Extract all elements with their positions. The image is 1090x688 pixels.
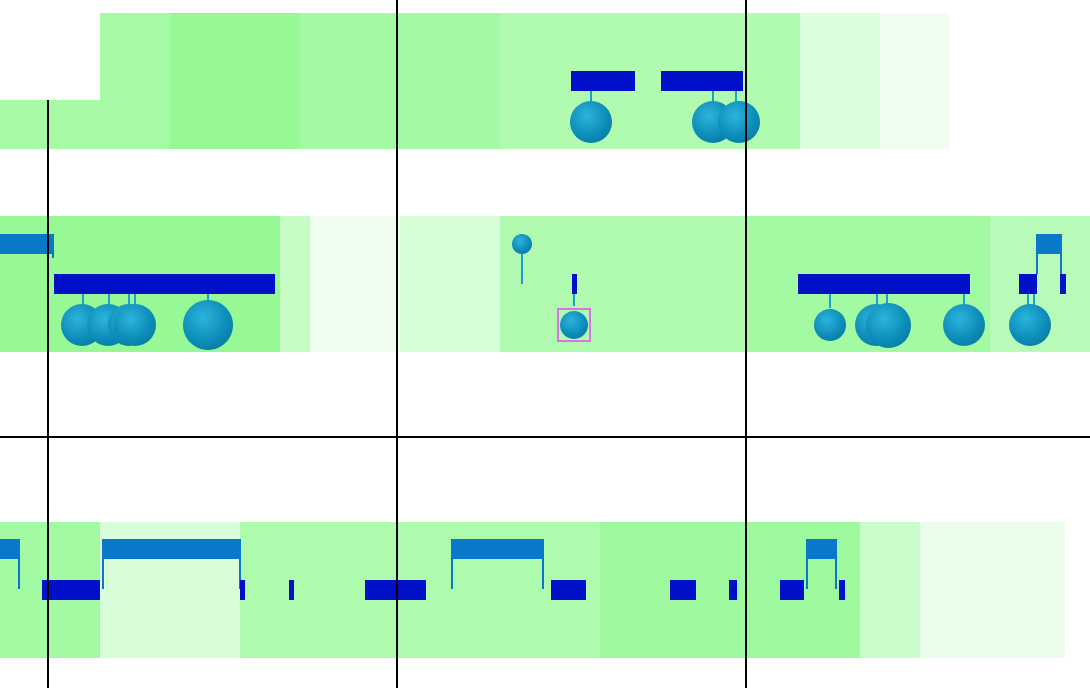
stem: [521, 254, 523, 284]
band-segment: [300, 13, 500, 149]
event-block[interactable]: [661, 71, 743, 91]
pin-marker-icon[interactable]: [512, 234, 532, 254]
stem: [134, 294, 136, 304]
ball-marker-icon[interactable]: [570, 101, 612, 143]
ball-marker-icon[interactable]: [814, 309, 846, 341]
event-block[interactable]: [1060, 274, 1066, 294]
span-bracket[interactable]: [1036, 234, 1062, 274]
ball-marker-icon[interactable]: [866, 303, 911, 348]
event-block[interactable]: [1019, 274, 1037, 294]
stem: [876, 294, 878, 308]
event-block[interactable]: [571, 71, 635, 91]
stem: [712, 91, 714, 103]
stem: [207, 294, 209, 304]
band-segment: [800, 13, 880, 149]
span-bracket[interactable]: [102, 539, 241, 589]
stem: [735, 91, 737, 103]
ball-marker-icon[interactable]: [114, 304, 156, 346]
ball-marker-icon[interactable]: [560, 311, 588, 339]
grid-line-vertical: [745, 0, 747, 688]
selection-highlight[interactable]: [557, 308, 591, 342]
band-segment: [170, 13, 300, 149]
event-block[interactable]: [729, 580, 737, 600]
event-block[interactable]: [670, 580, 696, 600]
event-block[interactable]: [365, 580, 426, 600]
event-block[interactable]: [780, 580, 804, 600]
stem: [1027, 294, 1029, 306]
event-block[interactable]: [54, 274, 275, 294]
span-bracket[interactable]: [0, 234, 54, 258]
empty-corner: [0, 13, 100, 100]
band-segment: [310, 216, 400, 352]
event-block[interactable]: [42, 580, 100, 600]
event-block[interactable]: [240, 580, 245, 600]
stem: [963, 294, 965, 308]
event-block[interactable]: [289, 580, 294, 600]
stem: [128, 294, 130, 304]
ball-marker-icon[interactable]: [718, 101, 760, 143]
band-segment: [880, 13, 950, 149]
ball-marker-icon[interactable]: [1009, 304, 1051, 346]
grid-line-vertical: [396, 0, 398, 688]
band-segment: [400, 216, 500, 352]
grid-line-vertical: [47, 100, 49, 688]
stem: [590, 91, 592, 103]
stem: [1033, 294, 1035, 306]
span-bracket[interactable]: [0, 539, 20, 589]
band-segment: [280, 216, 310, 352]
stem: [82, 294, 84, 304]
event-block[interactable]: [551, 580, 586, 600]
band-segment: [920, 522, 1065, 658]
stem: [108, 294, 110, 304]
event-block[interactable]: [839, 580, 845, 600]
band-segment: [860, 522, 920, 658]
band-segment: [500, 216, 745, 352]
span-bracket[interactable]: [806, 539, 837, 589]
stem: [573, 294, 575, 306]
stem: [829, 294, 831, 308]
event-block[interactable]: [798, 274, 970, 294]
grid-line-horizontal: [0, 436, 1090, 438]
ball-marker-icon[interactable]: [943, 304, 985, 346]
ball-marker-icon[interactable]: [183, 300, 233, 350]
track-row-1: [0, 13, 950, 149]
span-bracket[interactable]: [451, 539, 544, 589]
event-block[interactable]: [572, 274, 577, 294]
stem: [886, 294, 888, 308]
